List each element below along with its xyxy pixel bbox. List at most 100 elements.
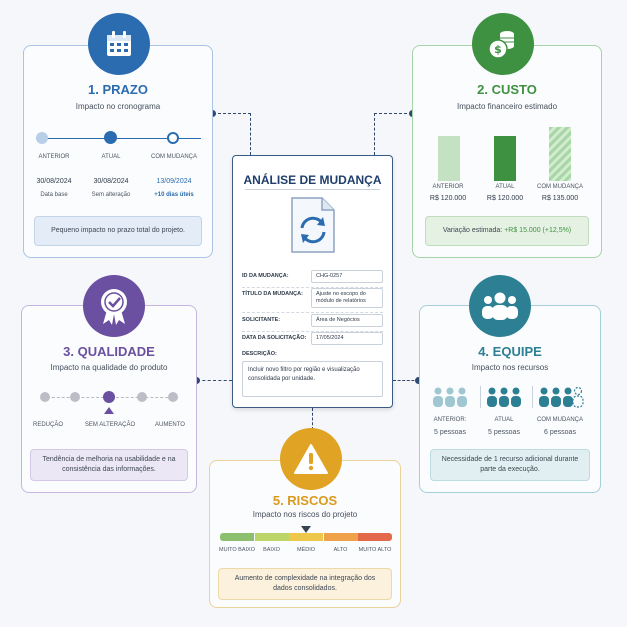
risk-segment-2 bbox=[289, 533, 323, 541]
timeline-dot-anterior bbox=[36, 132, 48, 144]
prazo-icon-circle bbox=[88, 13, 150, 75]
quality-dot bbox=[70, 392, 80, 402]
riscos-card: 5. RISCOS Impacto nos riscos do projeto … bbox=[209, 460, 401, 608]
risk-level-label: MUITO BAIXO bbox=[219, 547, 255, 553]
risk-segment-1 bbox=[254, 533, 289, 541]
prazo-date-atual: 30/08/2024 bbox=[93, 178, 129, 185]
team-group-anterior bbox=[432, 386, 468, 408]
riscos-icon-circle bbox=[280, 428, 342, 490]
prazo-caption-anterior: Data base bbox=[40, 192, 68, 198]
field-value-title: Ajuste no escopo do módulo de relatórios bbox=[311, 288, 383, 308]
quality-label-right: AUMENTO bbox=[155, 422, 185, 428]
risk-level-label: MÉDIO bbox=[296, 547, 316, 553]
risk-segment-0 bbox=[220, 533, 254, 541]
equipe-card: 4. EQUIPE Impacto nos recursos ANTERIOR:… bbox=[419, 305, 601, 493]
quality-label-left: REDUÇÃO bbox=[32, 422, 63, 428]
equipe-label-anterior: ANTERIOR: bbox=[433, 417, 467, 423]
custo-title: 2. CUSTO bbox=[477, 82, 537, 97]
custo-note-value: +R$ 15.000 (+12,5%) bbox=[504, 227, 572, 234]
field-label-date: DATA DA SOLICITAÇÃO: bbox=[242, 335, 307, 341]
field-value-date: 17/05/2024 bbox=[311, 332, 383, 345]
custo-subtitle: Impacto financeiro estimado bbox=[456, 102, 558, 111]
prazo-label-anterior: ANTERIOR bbox=[38, 154, 70, 160]
equipe-title: 4. EQUIPE bbox=[478, 344, 542, 359]
description-label: DESCRIÇÃO: bbox=[242, 351, 277, 357]
field-label-id: ID DA MUDANÇA: bbox=[242, 273, 289, 279]
risk-segment-4 bbox=[358, 533, 392, 541]
equipe-icon-circle bbox=[469, 275, 531, 337]
prazo-subtitle: Impacto no cronograma bbox=[75, 102, 161, 111]
connector-qualidade bbox=[197, 380, 232, 381]
quality-dot bbox=[137, 392, 147, 402]
team-people-icon bbox=[487, 387, 521, 407]
custo-value-atual: R$ 120.000 bbox=[486, 195, 524, 202]
risk-marker-icon bbox=[301, 526, 311, 533]
custo-card: 2. CUSTO Impacto financeiro estimado ANT… bbox=[412, 45, 602, 258]
warning-icon bbox=[294, 444, 328, 474]
riscos-note: Aumento de complexidade na integração do… bbox=[218, 568, 392, 600]
riscos-title: 5. RISCOS bbox=[272, 493, 338, 508]
qualidade-subtitle: Impacto na qualidade do produto bbox=[50, 363, 168, 372]
field-label-title: TÍTULO DA MUDANÇA: bbox=[242, 291, 303, 297]
quality-dot bbox=[40, 392, 50, 402]
description-text: Incluir novo filtro por região e visuali… bbox=[242, 361, 383, 397]
quality-marker-icon bbox=[104, 407, 114, 414]
quality-label-mid: SEM ALTERAÇÃO bbox=[84, 422, 136, 428]
field-value-solicitante: Área de Negócios bbox=[311, 314, 383, 327]
prazo-note: Pequeno impacto no prazo total do projet… bbox=[34, 216, 202, 246]
cost-bar-0 bbox=[438, 136, 460, 181]
risk-segment-3 bbox=[323, 533, 358, 541]
connector-custo bbox=[374, 113, 412, 114]
connector-dot bbox=[415, 377, 422, 384]
qualidade-title: 3. QUALIDADE bbox=[63, 344, 155, 359]
equipe-note: Necessidade de 1 recurso adicional duran… bbox=[430, 449, 590, 481]
prazo-label-mudanca: COM MUDANÇA bbox=[151, 154, 197, 160]
custo-value-mudanca: R$ 135.000 bbox=[541, 195, 579, 202]
prazo-date-mudanca: 13/09/2024 bbox=[156, 178, 192, 185]
cost-bar-2 bbox=[549, 127, 571, 181]
prazo-label-atual: ATUAL bbox=[101, 154, 121, 160]
connector-prazo bbox=[213, 113, 251, 114]
connector-prazo-drop bbox=[250, 113, 251, 155]
field-divider bbox=[242, 331, 383, 332]
equipe-count-anterior: 5 pessoas bbox=[434, 429, 466, 436]
team-group-mudanca bbox=[538, 386, 584, 408]
equipe-count-atual: 5 pessoas bbox=[488, 429, 520, 436]
document-sync-icon bbox=[291, 197, 335, 253]
risk-level-label: MUITO ALTO bbox=[358, 547, 392, 553]
team-icon bbox=[482, 292, 518, 320]
prazo-caption-atual: Sem alteração bbox=[91, 192, 131, 198]
field-label-solicitante: SOLICITANTE: bbox=[242, 317, 281, 323]
quality-dot bbox=[168, 392, 178, 402]
money-coins-icon: $ bbox=[488, 31, 514, 59]
quality-dot-current bbox=[103, 391, 115, 403]
custo-value-anterior: R$ 120.000 bbox=[429, 195, 467, 202]
team-group-atual bbox=[486, 386, 522, 408]
prazo-card: 1. PRAZO Impacto no cronograma ANTERIOR … bbox=[23, 45, 213, 258]
calendar-icon bbox=[107, 31, 131, 56]
custo-note-prefix: Variação estimada: bbox=[442, 227, 505, 234]
riscos-subtitle: Impacto nos riscos do projeto bbox=[252, 510, 358, 519]
change-analysis-panel: ANÁLISE DE MUDANÇA ID DA MUDANÇA: CHG-02… bbox=[232, 155, 393, 408]
cost-bar-1 bbox=[494, 136, 516, 181]
timeline-line bbox=[36, 138, 201, 139]
team-people-icon bbox=[539, 386, 584, 408]
equipe-label-atual: ATUAL bbox=[494, 417, 514, 423]
qualidade-icon-circle bbox=[83, 275, 145, 337]
connector-riscos bbox=[312, 408, 313, 430]
team-divider bbox=[532, 386, 533, 408]
connector-custo-drop bbox=[374, 113, 375, 155]
timeline-dot-atual bbox=[104, 131, 117, 144]
panel-title: ANÁLISE DE MUDANÇA bbox=[243, 173, 382, 187]
custo-label-anterior: ANTERIOR bbox=[432, 184, 464, 190]
prazo-title: 1. PRAZO bbox=[88, 82, 148, 97]
custo-bar-chart bbox=[413, 116, 603, 216]
field-divider bbox=[242, 287, 383, 288]
custo-label-mudanca: COM MUDANÇA bbox=[537, 184, 583, 190]
equipe-count-mudanca: 6 pessoas bbox=[544, 429, 576, 436]
team-people-icon bbox=[433, 387, 467, 407]
risk-level-label: BAIXO bbox=[263, 547, 280, 553]
panel-title-underline bbox=[245, 189, 380, 190]
connector-equipe bbox=[393, 380, 419, 381]
